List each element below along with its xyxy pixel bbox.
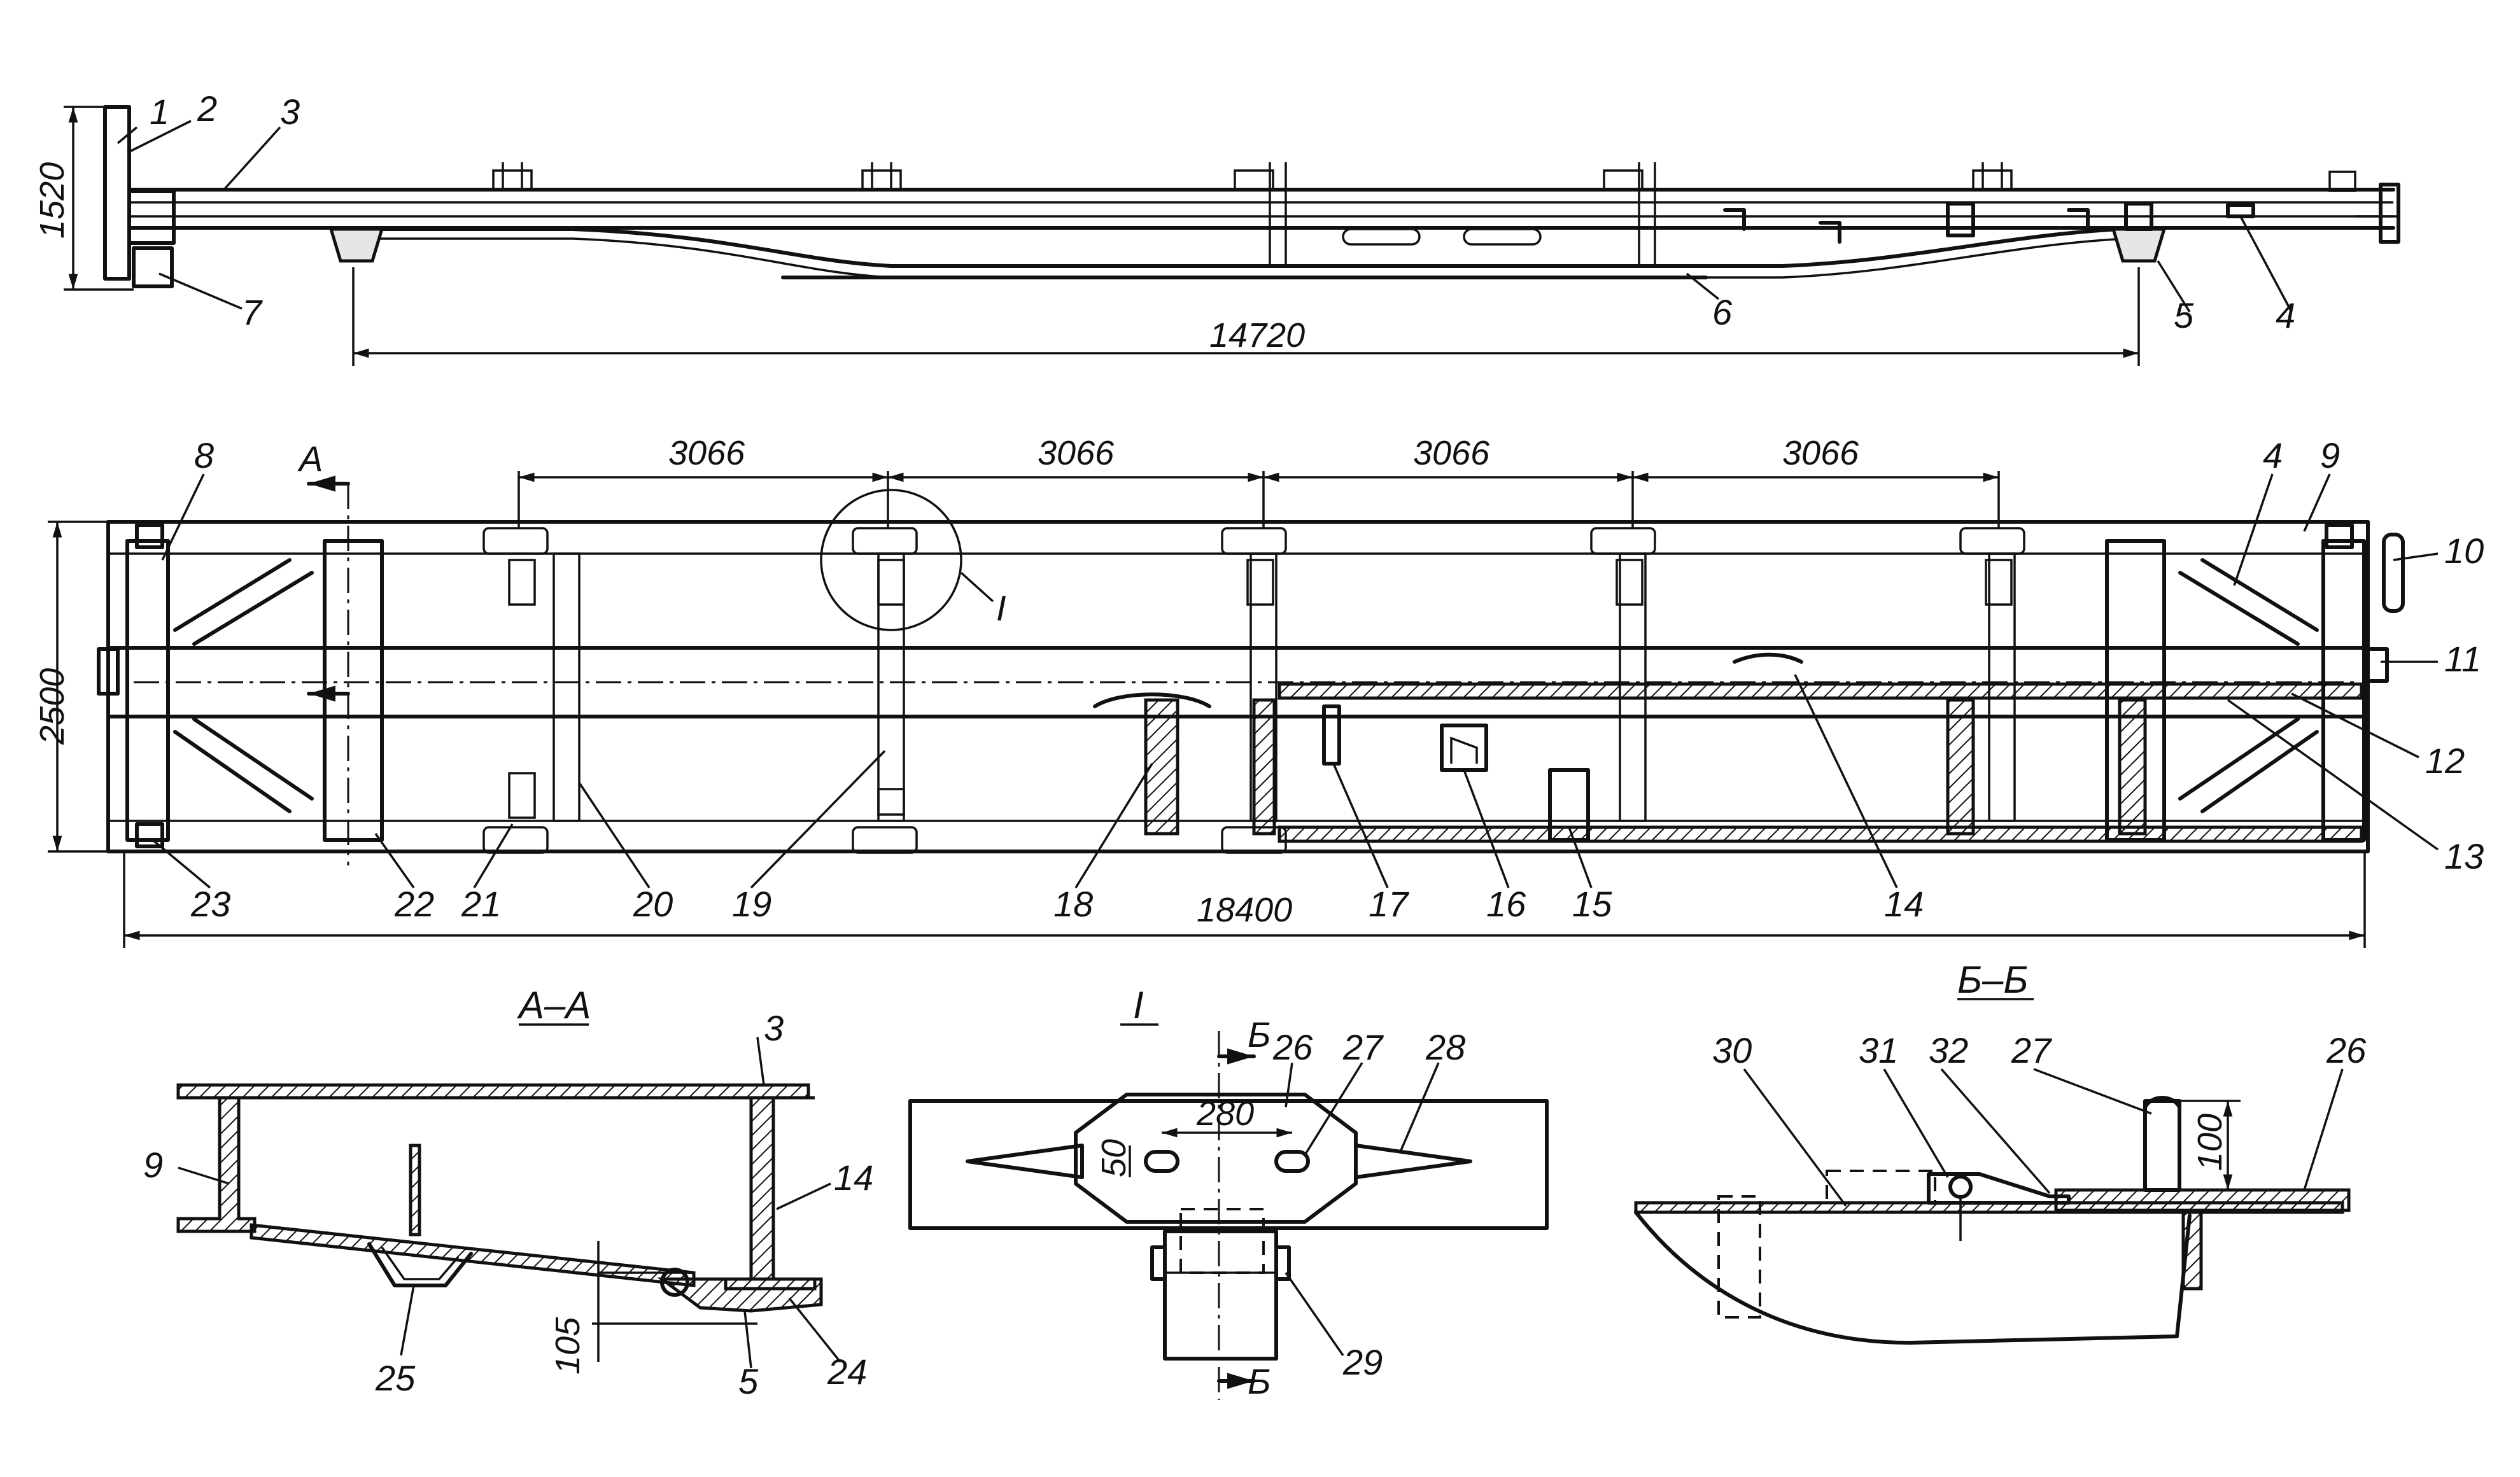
plan-callout-16: 16 xyxy=(1486,884,1526,924)
plan-callout-18: 18 xyxy=(1053,884,1093,924)
plan-callout-9: 9 xyxy=(2320,435,2340,475)
side-height-dim: 1520 xyxy=(33,162,71,239)
plan-callout-15: 15 xyxy=(1572,884,1612,924)
side-callout-5: 5 xyxy=(2174,295,2194,335)
plan-callout-14: 14 xyxy=(1884,884,1924,924)
plan-length-dim: 18400 xyxy=(1197,891,1292,929)
section-aa-callout-24: 24 xyxy=(827,1352,867,1392)
plan-callout-4: 4 xyxy=(2263,435,2283,475)
section-aa: А–А 105 3 9 14 25 5 24 xyxy=(143,984,873,1401)
plan-span-dim-2: 3066 xyxy=(1038,434,1115,472)
plan-callout-12: 12 xyxy=(2425,741,2465,781)
plan-callout-22: 22 xyxy=(394,884,434,924)
section-aa-callout-9: 9 xyxy=(143,1145,163,1185)
side-view: 1520 14720 1 2 3 7 6 5 4 xyxy=(33,88,2400,366)
detail-i-cut-top: Б xyxy=(1248,1014,1271,1054)
side-callout-3: 3 xyxy=(280,92,300,132)
plan-callout-8: 8 xyxy=(194,435,214,475)
side-callout-6: 6 xyxy=(1712,292,1733,332)
plan-callout-23: 23 xyxy=(190,884,230,924)
plan-callout-10: 10 xyxy=(2444,531,2484,571)
section-bb-callout-30: 30 xyxy=(1712,1030,1752,1070)
detail-i-dim-width: 280 xyxy=(1196,1095,1254,1133)
section-aa-callout-25: 25 xyxy=(375,1358,416,1398)
side-callout-4: 4 xyxy=(2276,295,2295,335)
side-callout-1: 1 xyxy=(150,92,169,132)
detail-i-title: I xyxy=(1133,984,1144,1026)
plan-callout-21: 21 xyxy=(461,884,501,924)
plan-span-dim-1: 3066 xyxy=(668,434,745,472)
section-aa-callout-5: 5 xyxy=(738,1361,759,1401)
side-callout-2: 2 xyxy=(197,88,217,129)
plan-width-dim: 2500 xyxy=(33,668,71,745)
section-aa-title: А–А xyxy=(517,984,591,1026)
plan-callout-19: 19 xyxy=(732,884,771,924)
section-bb-title: Б–Б xyxy=(1957,958,2028,1001)
plan-callout-17: 17 xyxy=(1369,884,1409,924)
plan-section-mark: A xyxy=(297,438,323,479)
plan-span-dim-3: 3066 xyxy=(1413,434,1490,472)
section-bb: Б–Б 100 30 31 32 27 26 xyxy=(1634,958,2367,1345)
detail-i-callout-28: 28 xyxy=(1425,1027,1465,1067)
detail-i-callout-27: 27 xyxy=(1342,1027,1384,1067)
side-wheelbase-dim: 14720 xyxy=(1209,316,1305,354)
plan-callout-20: 20 xyxy=(633,884,673,924)
section-aa-callout-14: 14 xyxy=(834,1158,873,1198)
plan-callout-11: 11 xyxy=(2444,639,2481,679)
section-bb-callout-32: 32 xyxy=(1929,1030,1968,1070)
detail-i: I 280 50 Б Б 26 27 28 xyxy=(908,984,1549,1401)
section-aa-dim: 105 xyxy=(549,1317,587,1375)
plan-span-dim-4: 3066 xyxy=(1782,434,1859,472)
detail-i-cut-bottom: Б xyxy=(1248,1361,1271,1401)
plan-callout-13: 13 xyxy=(2444,836,2484,876)
detail-i-callout-29: 29 xyxy=(1342,1342,1383,1382)
section-bb-dim: 100 xyxy=(2191,1114,2229,1171)
side-callout-7: 7 xyxy=(242,292,263,332)
section-aa-callout-3: 3 xyxy=(764,1008,784,1048)
plan-detail-mark: I xyxy=(996,588,1006,628)
detail-i-dim-height: 50 xyxy=(1095,1139,1133,1177)
section-bb-callout-26: 26 xyxy=(2326,1030,2367,1070)
section-bb-callout-27: 27 xyxy=(2011,1030,2052,1070)
plan-view: I A 3066 3066 3066 3066 2500 18400 xyxy=(33,434,2484,948)
detail-i-callout-26: 26 xyxy=(1272,1027,1313,1067)
section-bb-callout-31: 31 xyxy=(1859,1030,1898,1070)
